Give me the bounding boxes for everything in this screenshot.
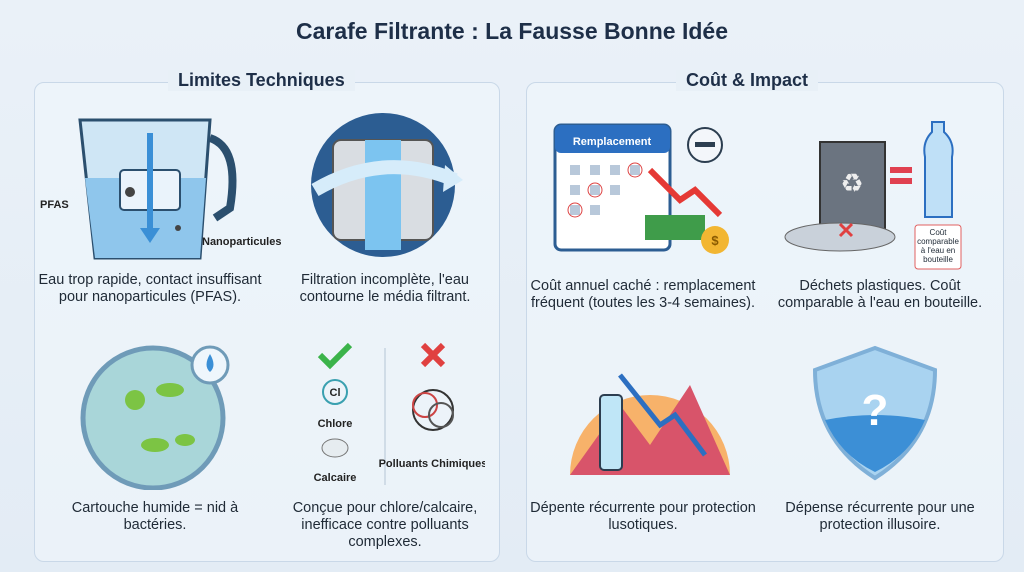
- card-cartouche-humide: Cartouche humide = nid à bactéries.: [40, 500, 270, 534]
- check-icon: [317, 342, 353, 370]
- caption: Filtration incomplète, l'eau contourne l…: [299, 272, 471, 305]
- chlore-label: Chlore: [318, 418, 353, 430]
- polluants-label: Polluants Chimiques: [379, 458, 485, 470]
- caption: Cartouche humide = nid à bactéries.: [71, 500, 239, 533]
- pitcher-filter-icon: PFAS Nanoparticules: [40, 118, 281, 260]
- cout-comparable-badge: Coût comparable à l'eau en bouteille: [917, 228, 959, 264]
- declining-protection-icon: [570, 373, 730, 475]
- cross-icon: [420, 342, 446, 368]
- card-depente-recurrente: Dépente récurrente pour protection lusot…: [528, 500, 758, 534]
- nanoparticules-label: Nanoparticules: [202, 236, 281, 248]
- card-eau-trop-rapide: Eau trop rapide, contact insuffisant pou…: [35, 272, 265, 306]
- card-protection-illusoire: Dépense récurrente pour une protection i…: [765, 500, 995, 534]
- dollar-icon: $: [711, 233, 719, 248]
- caption: Eau trop rapide, contact insuffisant pou…: [38, 272, 262, 305]
- cracked-shield-icon: ?: [812, 345, 938, 481]
- card-chlore-calcaire: Conçue pour chlore/calcaire, inefficace …: [270, 500, 500, 551]
- caption: Dépente récurrente pour protection lusot…: [530, 500, 756, 533]
- caption: Déchets plastiques. Coût comparable à l'…: [777, 278, 983, 311]
- plastic-waste-icon: ♻ Coût comparable à l'eau en bouteille: [784, 121, 962, 270]
- question-mark-icon: ?: [862, 386, 889, 435]
- svg-text:♻: ♻: [840, 168, 863, 198]
- caption: Dépense récurrente pour une protection i…: [785, 500, 975, 533]
- section-heading-limites: Limites Techniques: [168, 70, 355, 91]
- filter-bypass-icon: [311, 113, 463, 257]
- card-dechets-plastiques: Déchets plastiques. Coût comparable à l'…: [765, 278, 995, 312]
- pfas-label: PFAS: [40, 199, 69, 211]
- card-cout-annuel: Coût annuel caché : remplacement fréquen…: [528, 278, 758, 312]
- section-heading-cout: Coût & Impact: [676, 70, 819, 91]
- remplacement-label: Remplacement: [573, 136, 652, 148]
- chlore-vs-polluants-icon: Cl Chlore Calcaire Polluants Chimiques: [314, 342, 485, 485]
- caption: Conçue pour chlore/calcaire, inefficace …: [292, 500, 478, 550]
- calendar-money-icon: Remplacement $: [553, 123, 729, 254]
- page-title: Carafe Filtrante : La Fausse Bonne Idée: [295, 18, 728, 44]
- calcaire-label: Calcaire: [314, 472, 357, 484]
- cl-label: Cl: [330, 387, 341, 399]
- caption: Coût annuel caché : remplacement fréquen…: [530, 278, 756, 311]
- card-filtration-incomplete: Filtration incomplète, l'eau contourne l…: [270, 272, 500, 306]
- bacteria-cartridge-icon: [80, 345, 230, 490]
